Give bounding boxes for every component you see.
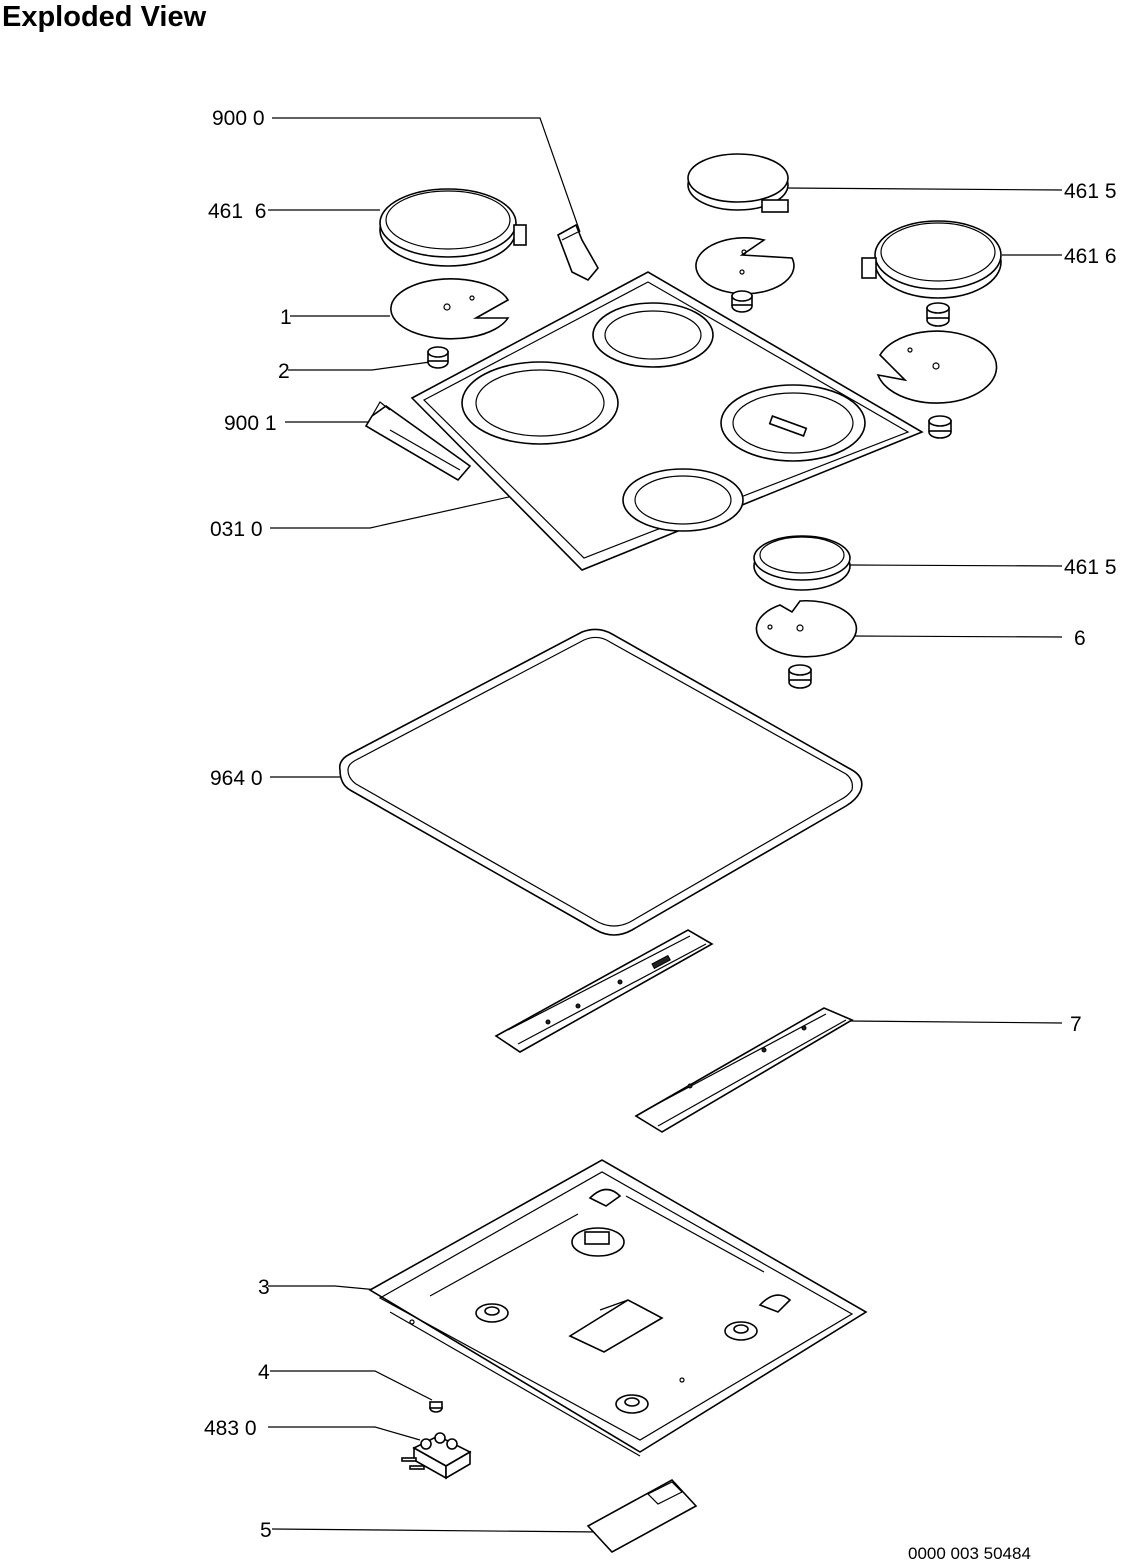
- callout-6: 6: [1074, 627, 1086, 650]
- cover-plate-5: [586, 1478, 698, 1554]
- callout-461-6-left: 461 6: [208, 200, 266, 223]
- document-number: 0000 003 50484: [908, 1544, 1031, 1561]
- nut-2: [427, 346, 449, 369]
- leader-5: [271, 1528, 601, 1533]
- callout-4: 4: [258, 1361, 270, 1384]
- callout-7: 7: [1070, 1013, 1082, 1036]
- leader-483-0: [268, 1426, 421, 1441]
- bracket-900-1: [364, 401, 472, 482]
- reflector-disc-1: [390, 278, 510, 340]
- leader-461-5-mid: [849, 564, 1063, 567]
- callout-1: 1: [280, 306, 292, 329]
- nut-right-lower: [928, 415, 952, 439]
- callout-964-0: 964 0: [210, 767, 263, 790]
- leader-461-5-top: [784, 187, 1063, 191]
- leader-900-0: [272, 117, 581, 233]
- callout-3: 3: [258, 1276, 270, 1299]
- hotplate-left-top: [379, 188, 527, 267]
- nut-top-right: [731, 290, 753, 313]
- reflector-disc-top-right: [695, 237, 795, 295]
- hotplate-461-5-mid: [753, 535, 851, 591]
- nut-mid-right: [788, 664, 812, 689]
- seal-gasket-964-0: [338, 628, 863, 936]
- leader-7: [849, 1020, 1063, 1024]
- leader-2: [288, 361, 431, 371]
- bottom-tray-3: [368, 1159, 868, 1457]
- rail-lower-7: [634, 1007, 854, 1133]
- cooktop-frame-031-0: [410, 271, 924, 571]
- callout-2: 2: [278, 360, 290, 383]
- callout-900-0: 900 0: [212, 107, 265, 130]
- bracket-900-0: [557, 223, 599, 281]
- leader-6: [849, 635, 1063, 638]
- hotplate-461-5-top: [687, 153, 789, 213]
- callout-461-6-right: 461 6: [1064, 245, 1117, 268]
- foot-4: [429, 1401, 443, 1413]
- terminal-block-483-0: [401, 1432, 472, 1480]
- callout-900-1: 900 1: [224, 412, 277, 435]
- callout-5: 5: [260, 1519, 272, 1542]
- callout-031-0: 031 0: [210, 518, 263, 541]
- hotplate-461-6-right: [861, 220, 1002, 299]
- callout-483-0: 483 0: [204, 1417, 257, 1440]
- leader-031-0: [270, 489, 541, 529]
- diagram-title: Exploded View: [2, 1, 207, 33]
- rail-upper: [494, 929, 714, 1053]
- leader-3: [268, 1285, 379, 1291]
- leader-lines: [268, 117, 1063, 1533]
- reflector-disc-6: [755, 599, 858, 658]
- callout-461-5-mid: 461 5: [1064, 556, 1117, 579]
- reflector-disc-right: [876, 330, 998, 404]
- nut-right-upper: [926, 302, 950, 327]
- callout-461-5-top: 461 5: [1064, 180, 1117, 203]
- leader-4: [270, 1370, 433, 1401]
